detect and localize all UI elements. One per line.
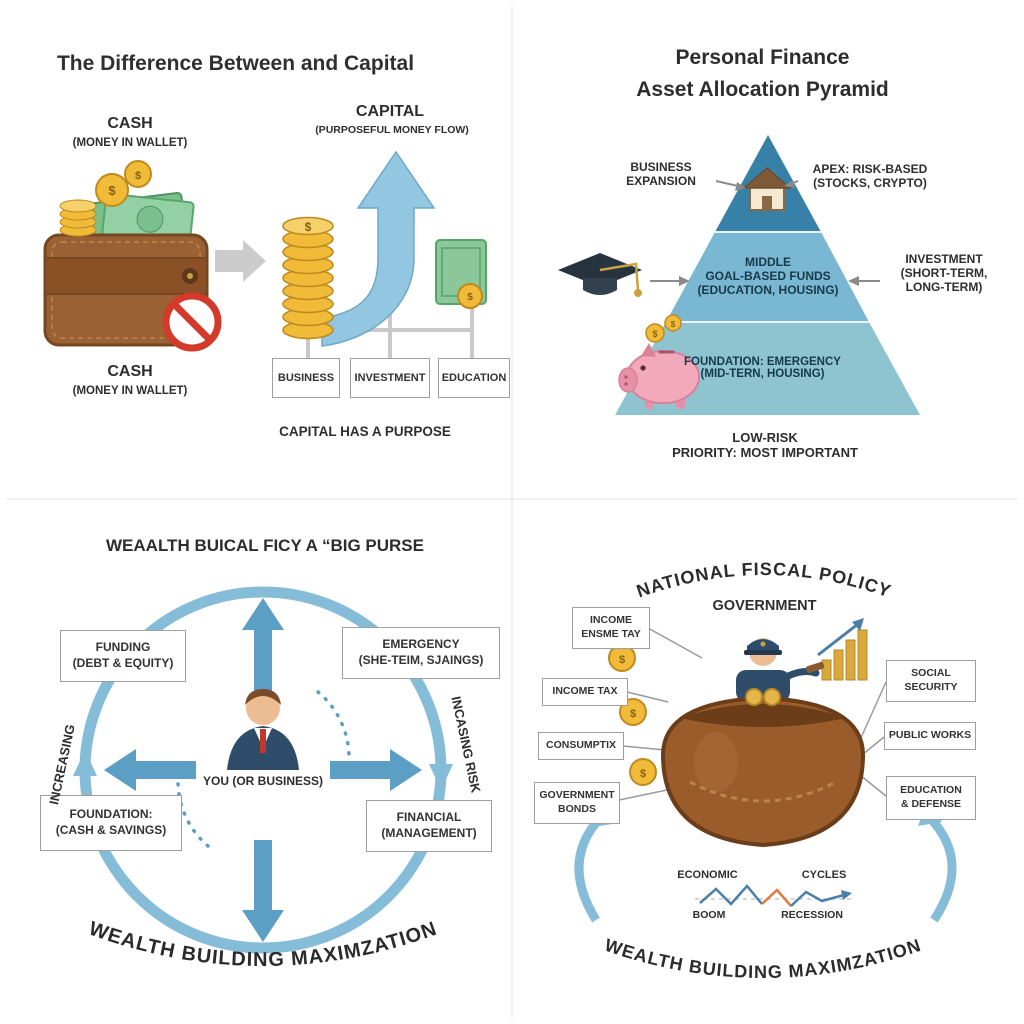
q4-boom-label: BOOM [692,909,726,921]
dollar-icon: $ [652,329,657,339]
piggy-bank-icon: $ $ [618,314,700,409]
q1-title: The Difference Between and Capital [56,52,415,75]
q2-title: Personal Finance Asset Allocation Pyrami… [636,46,889,101]
q4-government-label: GOVERNMENT [712,598,817,614]
q3-box-foundation: FOUNDATION: (CASH & SAVINGS) [40,795,182,851]
q4-box-social-security: SOCIAL SECURITY [886,660,976,702]
q3-box-financial: FINANCIAL (MANAGEMENT) [366,800,492,852]
q4-recession-label: RECESSION [781,909,843,921]
q1-cash-top-sub: (MONEY IN WALLET) [72,137,188,149]
q1-box-education: EDUCATION [438,358,510,398]
prohibition-icon [162,292,222,352]
cross-arrows-icon [104,598,422,942]
q4-box-income-tax: INCOME TAX [542,678,628,706]
q1-box-business: BUSINESS [272,358,340,398]
dollar-icon: $ [619,654,625,666]
quadrant-divider-vertical [511,6,513,1018]
q1-cash-bottom-sub: (MONEY IN WALLET) [72,385,188,397]
q3-box-emergency: EMERGENCY (SHE-TEIM, SJAINGS) [342,627,500,679]
leader-lines [650,180,880,286]
q2-middle-label: MIDDLE GOAL-BASED FUNDS (EDUCATION, HOUS… [697,255,839,297]
dollar-icon: $ [640,768,646,780]
q2-investment-label: INVESTMENT (SHORT-TERM, LONG-TERM) [900,252,988,294]
q4-curved-title-label: NATIONAL FISCAL POLICY [634,559,893,601]
q4-cycles-label: CYCLES [801,869,847,881]
dollar-icon: $ [630,708,636,720]
q2-business-expansion-label: BUSINESS EXPANSION [626,160,696,188]
dollar-icon: $ [305,220,312,234]
q3-center-label: YOU (OR BUSINESS) [202,774,323,788]
q2-bottom-note: LOW-RISK PRIORITY: MOST IMPORTANT [672,430,858,460]
gray-right-arrow-icon [215,240,266,282]
gold-coins-icon: $ $ $ [608,644,657,786]
dotted-arc [316,690,351,760]
bar-chart-icon [817,618,868,681]
dollar-icon: $ [108,183,116,198]
economic-cycle-chart-icon [695,884,852,907]
q4-curved-title-text: NATIONAL FISCAL POLICY [634,559,894,601]
q1-capital-label: CAPITAL [355,103,425,120]
q3-title: WEAALTH BUICAL FICY A “BIG PURSE [106,536,424,555]
q1-box-investment: INVESTMENT [350,358,430,398]
connector-lines [306,300,474,358]
q4-economic-label: ECONOMIC [677,869,738,881]
q1-caption: CAPITAL HAS A PURPOSE [279,424,451,439]
dotted-arc [176,780,210,848]
q1-cash-bottom-label: CASH [107,363,153,380]
blue-up-arrow-icon [321,150,436,347]
graduation-cap-icon [558,253,642,297]
q2-foundation-label: FOUNDATION: EMERGENCY (MID-TERN, HOUSING… [684,356,841,380]
q4-box-government-bonds: GOVERNMENT BONDS [534,782,620,824]
q4-box-public-works: PUBLIC WORKS [884,722,976,750]
leader-lines [618,627,887,801]
q1-capital-sub: (PURPOSEFUL MONEY FLOW) [315,124,469,136]
q2-apex-label: APEX: RISK-BASED (STOCKS, CRYPTO) [812,162,928,190]
q4-curved-bottom-label: WEALTH BUILDING MAXIMZATION [602,935,922,982]
person-icon [227,689,299,770]
q4-curved-bottom-text: WEALTH BUILDING MAXIMZATION [602,935,923,982]
q4-box-consumption: CONSUMPTIX [538,732,624,760]
q2-graphics: $ $ [558,135,920,415]
coins-icon: $ $ [59,160,152,237]
dollar-icon: $ [467,292,473,303]
q1-graphics: $ $ $ [43,150,487,358]
capital-coin-stack-icon: $ [282,216,334,340]
house-icon [741,167,793,211]
dollar-icon: $ [135,170,141,182]
dollar-icon: $ [671,320,676,329]
q4-box-income: INCOME ENSME TAY [572,607,650,649]
purse-icon [660,688,866,848]
q4-box-education-defense: EDUCATION & DEFENSE [886,776,976,820]
quadrant-divider-horizontal [6,498,1018,500]
q3-box-funding: FUNDING (DEBT & EQUITY) [60,630,186,682]
q1-cash-top-label: CASH [107,115,153,132]
banknote-icon: $ [435,239,487,309]
cycle-circle-icon [73,586,453,954]
